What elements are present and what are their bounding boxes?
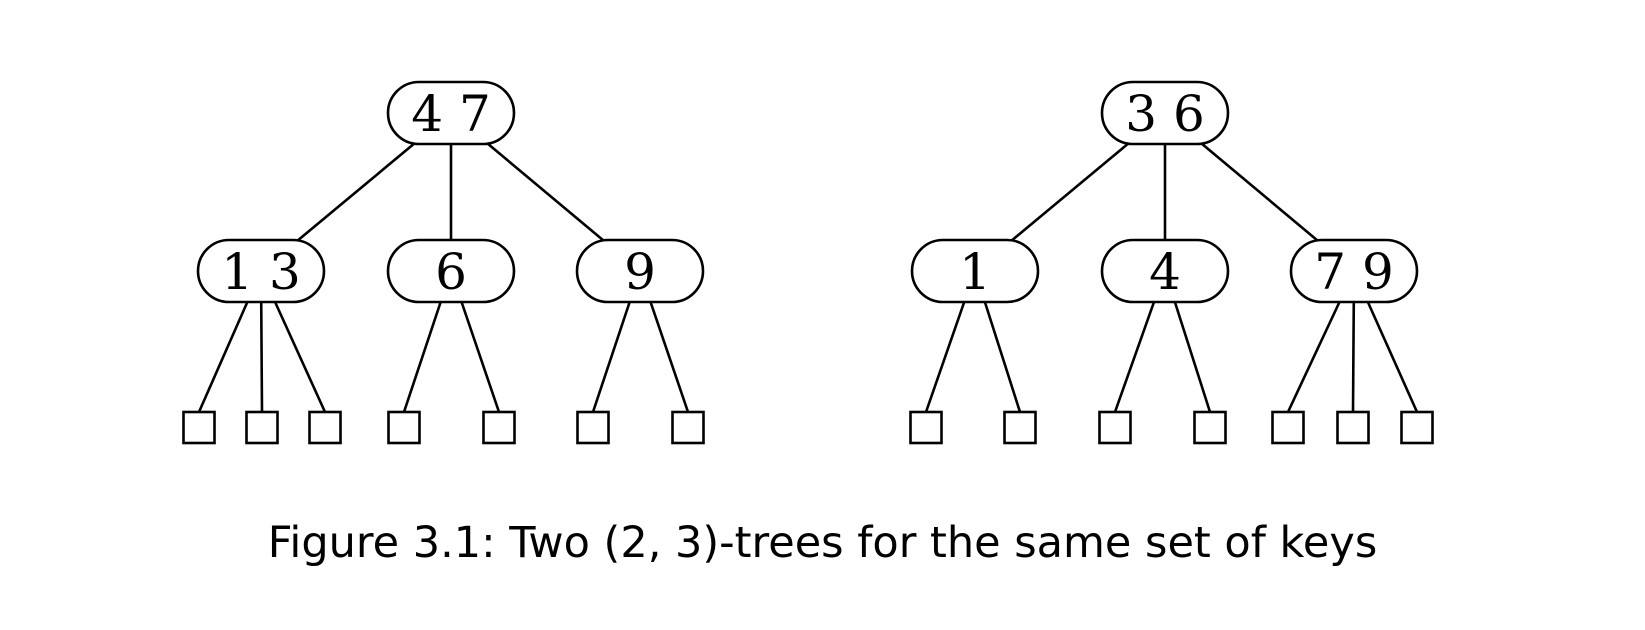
tree-1-leaf-1-3 xyxy=(308,410,342,445)
tree-1-edge-root-child-3 xyxy=(486,142,605,242)
tree-1-child-node-1-keys: 1 3 xyxy=(221,243,301,301)
tree-1-edge-child-1-leaf-1 xyxy=(197,301,249,413)
tree-1-edge-child-2-leaf-1 xyxy=(402,301,442,413)
tree-1-child-node-2-shape xyxy=(386,238,516,304)
tree-2-leaf-1-2 xyxy=(1003,410,1037,445)
tree-1-edge-child-2-leaf-2 xyxy=(460,301,501,413)
tree-2-child-node-2-keys: 4 xyxy=(1149,243,1181,301)
tree-2-edge-root-child-3 xyxy=(1200,142,1319,242)
tree-2-child-node-2-shape xyxy=(1100,238,1230,304)
tree-2-leaf-3-3 xyxy=(1400,410,1434,445)
tree-1-child-node-2-keys: 6 xyxy=(435,243,467,301)
tree-2-leaf-2-2 xyxy=(1193,410,1227,445)
tree-2-child-node-3: 7 9 xyxy=(1289,238,1419,304)
tree-2-child-node-2: 4 xyxy=(1100,238,1230,304)
tree-1-leaf-3-2 xyxy=(671,410,705,445)
tree-1-leaf-2-1 xyxy=(387,410,421,445)
tree-1-child-node-1: 1 3 xyxy=(196,238,326,304)
tree-1-leaf-1-1 xyxy=(182,410,216,445)
tree-2-leaf-3-1 xyxy=(1271,410,1305,445)
tree-2-child-node-1: 1 xyxy=(910,238,1040,304)
leaves-layer xyxy=(182,410,1434,445)
tree-2-leaf-3-2 xyxy=(1336,410,1370,445)
tree-1-leaf-1-2 xyxy=(245,410,279,445)
tree-2-edge-child-3-leaf-2 xyxy=(1351,301,1356,413)
tree-2-child-node-1-shape xyxy=(910,238,1040,304)
tree-1-edge-child-3-leaf-1 xyxy=(591,301,631,413)
tree-1-leaf-3-1 xyxy=(576,410,610,445)
tree-2-child-node-3-shape xyxy=(1289,238,1419,304)
tree-1-child-node-3-keys: 9 xyxy=(624,243,656,301)
nodes-layer: 4 7 1 3 6 9 3 6 1 4 7 9 xyxy=(196,80,1419,304)
tree-1-edge-child-1-leaf-3 xyxy=(273,301,327,413)
tree-1-child-node-2: 6 xyxy=(386,238,516,304)
tree-2-edge-child-1-leaf-2 xyxy=(983,301,1022,413)
tree-1-edge-child-3-leaf-2 xyxy=(649,301,690,413)
tree-2-leaf-2-1 xyxy=(1098,410,1132,445)
tree-1-root-node-keys: 4 7 xyxy=(411,85,491,143)
tree-1-child-node-3: 9 xyxy=(575,238,705,304)
tree-2-child-node-1-keys: 1 xyxy=(959,243,991,301)
tree-1-leaf-2-2 xyxy=(482,410,516,445)
tree-2-edge-root-child-1 xyxy=(1010,142,1130,242)
tree-1-root-node-shape xyxy=(386,80,516,146)
tree-2-root-node-keys: 3 6 xyxy=(1125,85,1205,143)
tree-2-edge-child-3-leaf-1 xyxy=(1286,301,1341,413)
tree-1-child-node-1-shape xyxy=(196,238,326,304)
tree-1-child-node-3-shape xyxy=(575,238,705,304)
tree-2-edge-child-2-leaf-1 xyxy=(1113,301,1156,413)
tree-2-child-node-3-keys: 7 9 xyxy=(1314,243,1394,301)
edges-layer xyxy=(197,142,1419,413)
tree-1-edge-root-child-1 xyxy=(296,142,416,242)
tree-1-edge-child-1-leaf-2 xyxy=(259,301,264,413)
tree-2-root-node: 3 6 xyxy=(1100,80,1230,146)
tree-2-edge-child-2-leaf-2 xyxy=(1173,301,1212,413)
tree-2-edge-child-3-leaf-3 xyxy=(1366,301,1419,413)
tree-2-root-node-shape xyxy=(1100,80,1230,146)
tree-2-edge-child-1-leaf-1 xyxy=(924,301,966,413)
figure-caption: Figure 3.1: Two (2, 3)-trees for the sam… xyxy=(267,518,1378,568)
tree-1-root-node: 4 7 xyxy=(386,80,516,146)
tree-2-leaf-1-1 xyxy=(909,410,943,445)
